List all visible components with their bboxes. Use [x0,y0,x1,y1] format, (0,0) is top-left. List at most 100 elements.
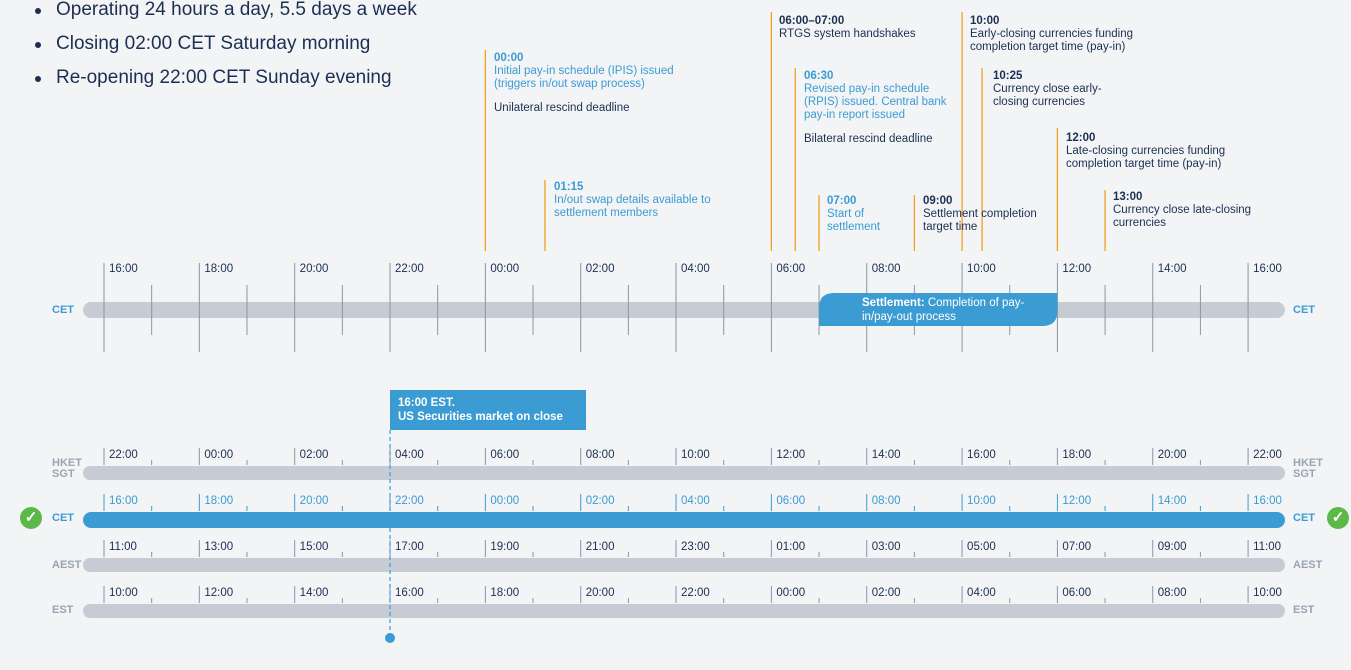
settlement-band [819,293,1058,326]
row-tick-label: 08:00 [585,449,615,461]
timezone-track-0 [83,466,1285,480]
top-tick-label: 16:00 [109,263,138,275]
row-tick-label: 00:00 [204,449,234,461]
row-tick-label: 19:00 [490,541,520,553]
row-tick-label: 09:00 [1157,541,1187,553]
row-tick-label: 10:00 [1253,587,1282,599]
row-tick-label: 22:00 [1253,449,1282,461]
row-tick-label: 22:00 [395,495,424,507]
row-tick-label: 18:00 [490,587,520,599]
bullet-operating-hours: Operating 24 hours a day, 5.5 days a wee… [30,0,417,34]
zone-cet-right: CET [1293,512,1315,524]
row-tick-label: 16:00 [967,449,996,461]
event-0115: 01:15 In/out swap details available to s… [554,181,711,219]
row-tick-label: 13:00 [204,541,234,553]
row-tick-label: 10:00 [967,495,996,507]
timezone-track-2 [83,558,1285,572]
row-tick-label: 14:00 [299,587,329,599]
row-tick-label: 18:00 [1062,449,1092,461]
zone-cet-left: CET [52,512,74,524]
row-tick-label: 20:00 [585,587,615,599]
row-tick-label: 16:00 [109,495,138,507]
timezone-track-1 [83,512,1285,528]
top-tick-label: 04:00 [681,263,710,275]
top-zone-left: CET [52,304,74,316]
top-zone-right: CET [1293,304,1315,316]
row-tick-label: 12:00 [204,587,234,599]
timezone-track-3 [83,604,1285,618]
row-tick-label: 18:00 [204,495,234,507]
row-tick-label: 17:00 [395,541,424,553]
settlement-label: Settlement: Completion of pay-in/pay-out… [862,297,1025,323]
top-tick-label: 10:00 [967,263,996,275]
row-tick-label: 03:00 [871,541,901,553]
zone-aest-right: AEST [1293,559,1323,571]
row-tick-label: 22:00 [109,449,138,461]
row-tick-label: 04:00 [681,495,710,507]
zone-est-left: EST [52,604,74,616]
top-tick-label: 12:00 [1062,263,1092,275]
row-tick-label: 06:00 [1062,587,1092,599]
row-tick-label: 12:00 [776,449,806,461]
top-tick-label: 02:00 [585,263,615,275]
row-tick-label: 14:00 [871,449,901,461]
row-tick-label: 02:00 [299,449,329,461]
us-market-callout: 16:00 EST. US Securities market on close [390,390,586,430]
check-circle-icon: ✓ [1327,507,1349,529]
row-tick-label: 23:00 [681,541,710,553]
row-tick-label: 08:00 [871,495,901,507]
top-tick-label: 08:00 [871,263,901,275]
top-tick-label: 22:00 [395,263,424,275]
event-1025: 10:25 Currency close early-closing curre… [993,70,1102,108]
row-tick-label: 22:00 [681,587,710,599]
us-market-marker-dot [385,633,396,643]
row-tick-label: 00:00 [490,495,520,507]
event-1000: 10:00 Early-closing currencies funding c… [970,15,1133,53]
row-tick-label: 12:00 [1062,495,1092,507]
row-tick-label: 15:00 [299,541,329,553]
row-tick-label: 07:00 [1062,541,1092,553]
row-tick-label: 04:00 [967,587,996,599]
row-tick-label: 08:00 [1157,587,1187,599]
row-tick-label: 00:00 [776,587,806,599]
event-0630: 06:30 Revised pay-in schedule (RPIS) iss… [804,70,947,145]
top-tick-label: 16:00 [1253,263,1282,275]
bullet-reopening: Re-opening 22:00 CET Sunday evening [30,68,417,102]
top-tick-label: 14:00 [1157,263,1187,275]
row-tick-label: 02:00 [871,587,901,599]
row-tick-label: 04:00 [395,449,424,461]
top-tick-label: 18:00 [204,263,234,275]
top-tick-label: 20:00 [299,263,329,275]
row-tick-label: 06:00 [490,449,520,461]
row-tick-label: 01:00 [776,541,806,553]
event-0700: 07:00 Start of settlement [827,195,881,233]
row-tick-label: 11:00 [109,541,137,553]
event-1200: 12:00 Late-closing currencies funding co… [1066,132,1226,170]
row-tick-label: 16:00 [1253,495,1282,507]
row-tick-label: 21:00 [585,541,615,553]
event-0000: 00:00 Initial pay-in schedule (IPIS) iss… [494,52,674,114]
row-tick-label: 10:00 [681,449,710,461]
check-circle-icon: ✓ [20,507,42,529]
row-tick-label: 20:00 [299,495,329,507]
row-tick-label: 20:00 [1157,449,1187,461]
event-1300: 13:00 Currency close late-closing curren… [1113,191,1252,229]
row-tick-label: 16:00 [395,587,424,599]
event-0900: 09:00 Settlement completion target time [923,195,1037,233]
zone-aest-left: AEST [52,559,82,571]
row-tick-label: 05:00 [967,541,996,553]
row-tick-label: 10:00 [109,587,138,599]
bullet-closing: Closing 02:00 CET Saturday morning [30,34,417,68]
row-tick-label: 11:00 [1253,541,1282,553]
event-0600: 06:00–07:00 RTGS system handshakes [779,15,916,40]
top-tick-label: 00:00 [490,263,520,275]
key-facts-list: Operating 24 hours a day, 5.5 days a wee… [30,0,417,102]
top-tick-label: 06:00 [776,263,806,275]
row-tick-label: 14:00 [1157,495,1187,507]
row-tick-label: 02:00 [585,495,615,507]
row-tick-label: 06:00 [776,495,806,507]
zone-est-right: EST [1293,604,1315,616]
